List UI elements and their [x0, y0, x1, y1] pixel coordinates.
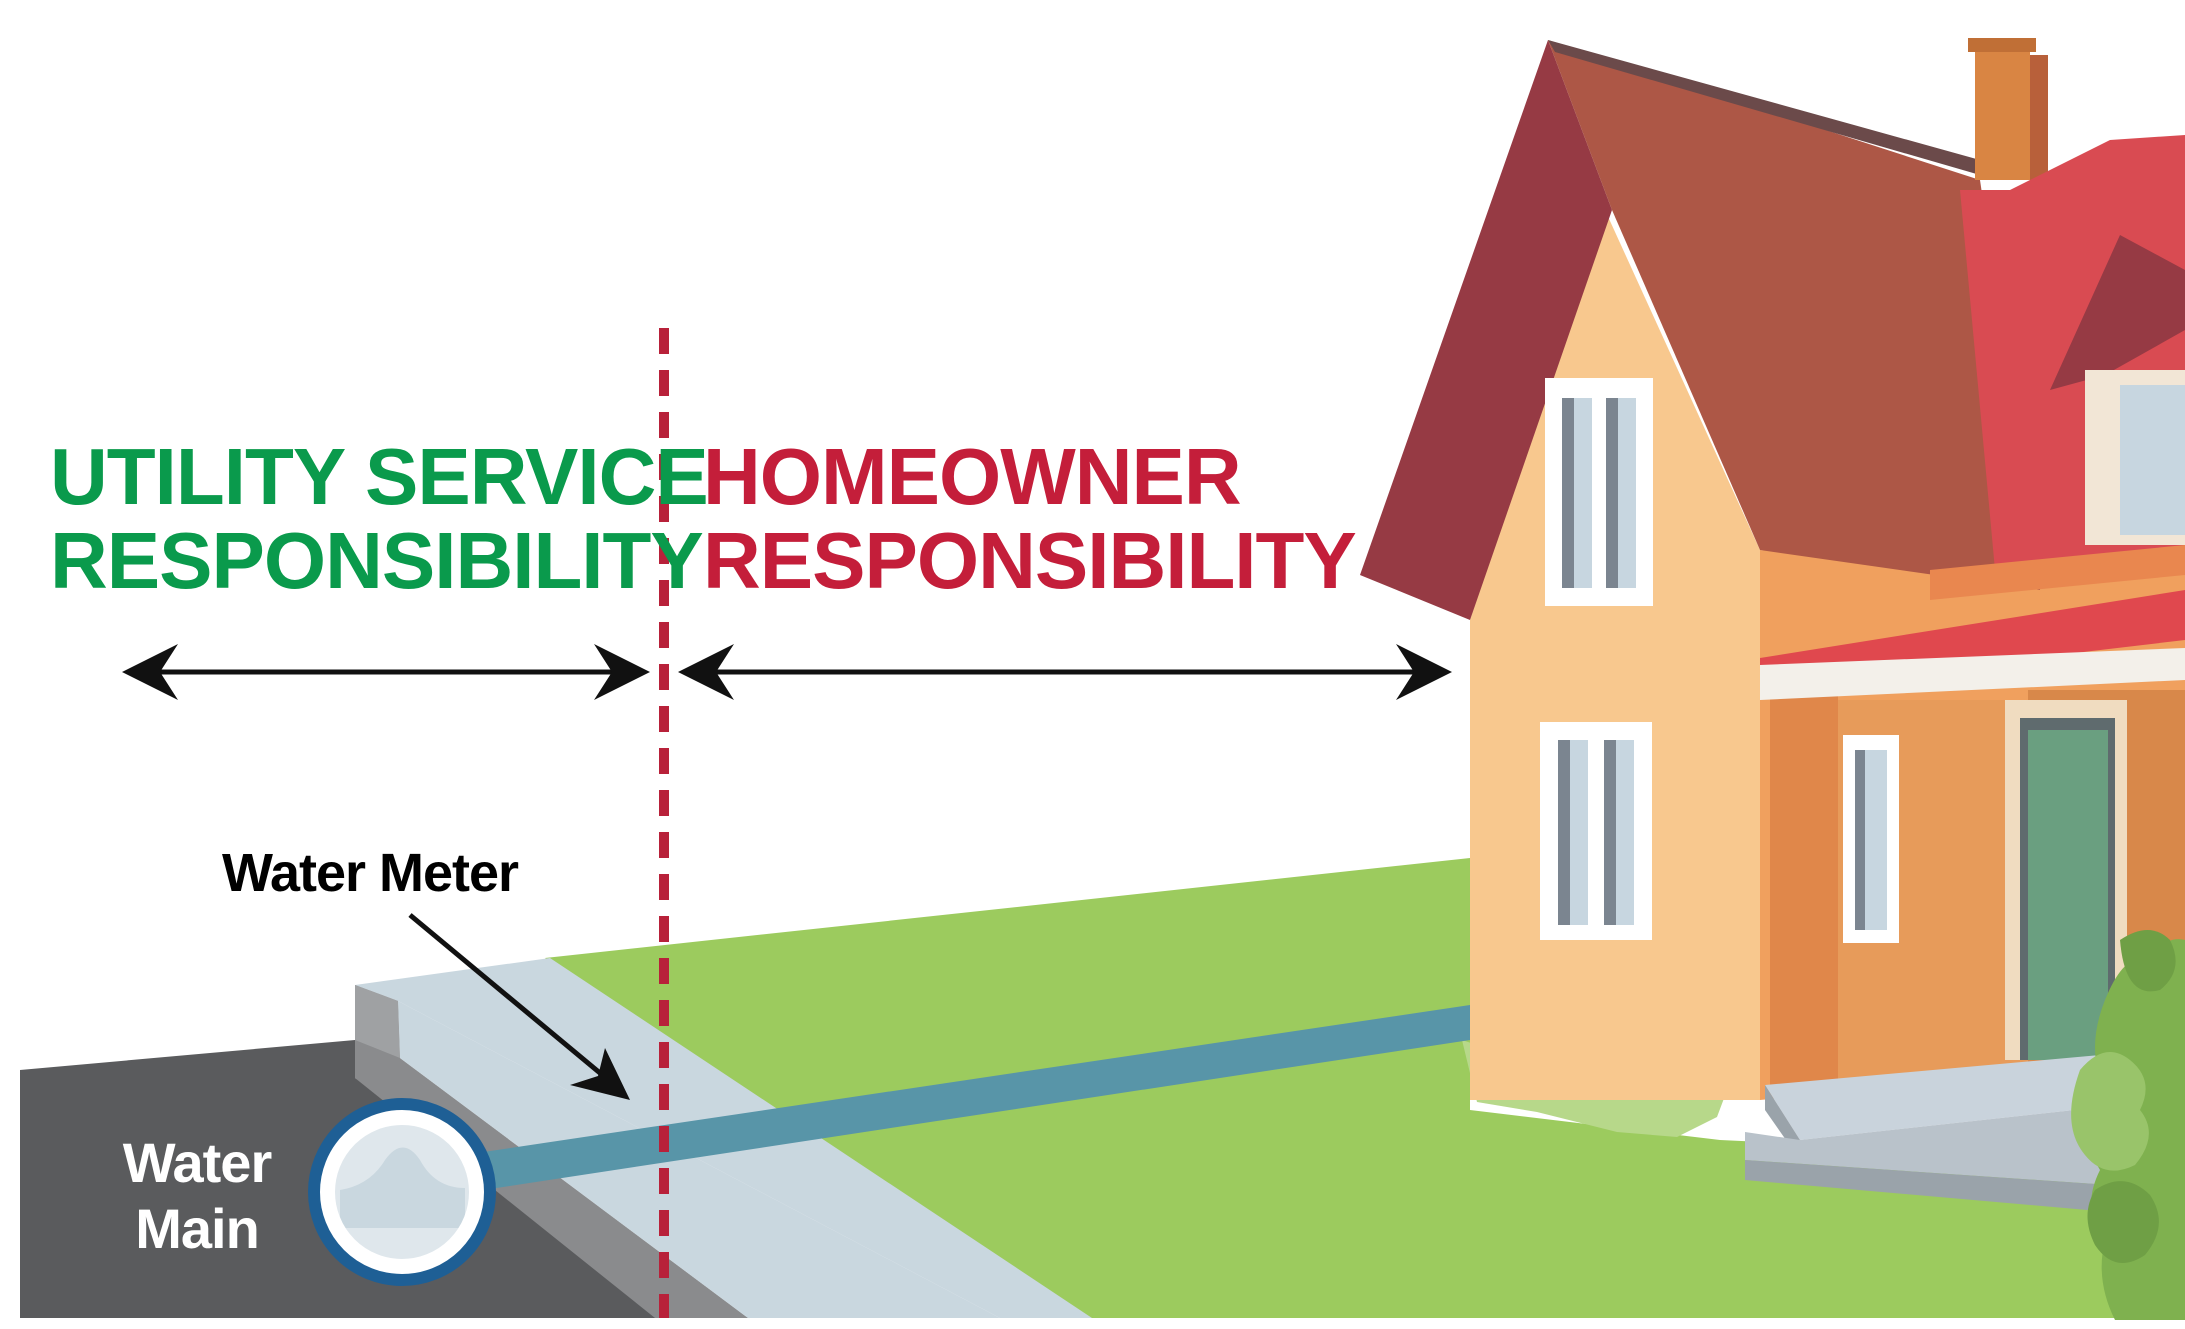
service-pipe	[470, 1005, 1470, 1192]
roof-main	[1548, 40, 2040, 590]
curb-face-light	[398, 1001, 1000, 1318]
water-main-label-line1: Water	[122, 1131, 273, 1194]
water-main-label: Water Main	[80, 1130, 314, 1262]
meter-pointer-arrow-icon	[408, 913, 630, 1100]
lawn	[545, 858, 2185, 1318]
homeowner-label-line1: HOMEOWNER	[703, 432, 1242, 521]
utility-responsibility-label: UTILITY SERVICE RESPONSIBILITY	[50, 432, 709, 605]
water-main-pipe-icon	[308, 1098, 496, 1286]
utility-label-line1: UTILITY SERVICE	[50, 432, 709, 521]
front-door	[2005, 700, 2127, 1060]
porch-step-top	[1765, 1055, 2120, 1140]
roof-ridge-line	[1548, 40, 1980, 175]
porch-fascia	[1760, 648, 2185, 700]
chimney-cap	[1968, 38, 2036, 52]
utility-label-line2: RESPONSIBILITY	[50, 516, 704, 605]
porch-step-low-top	[1745, 1105, 2120, 1185]
water-main-label-line2: Main	[135, 1197, 260, 1260]
porch-post-1	[1770, 690, 1838, 1090]
homeowner-label-line2: RESPONSIBILITY	[703, 516, 1357, 605]
curb-edge	[355, 985, 400, 1058]
porch-window	[1843, 735, 1899, 943]
porch-step-low-front	[1745, 1160, 2110, 1212]
upper-window	[1545, 378, 1653, 606]
double-headed-arrow-icon-utility	[122, 644, 650, 700]
roof-right-gable	[2050, 235, 2185, 390]
shrub-cluster	[2071, 930, 2185, 1320]
homeowner-responsibility-label: HOMEOWNER RESPONSIBILITY	[703, 432, 1357, 605]
chimney-shadow	[2030, 55, 2048, 180]
window-upper-right-glass	[2120, 385, 2185, 535]
water-meter-label: Water Meter	[222, 843, 519, 903]
lower-window	[1540, 722, 1652, 940]
chimney	[1975, 45, 2030, 180]
roof-left-face	[1360, 40, 1612, 620]
double-headed-arrow-icon-homeowner	[678, 644, 1452, 700]
roof-eave	[1930, 545, 2185, 600]
